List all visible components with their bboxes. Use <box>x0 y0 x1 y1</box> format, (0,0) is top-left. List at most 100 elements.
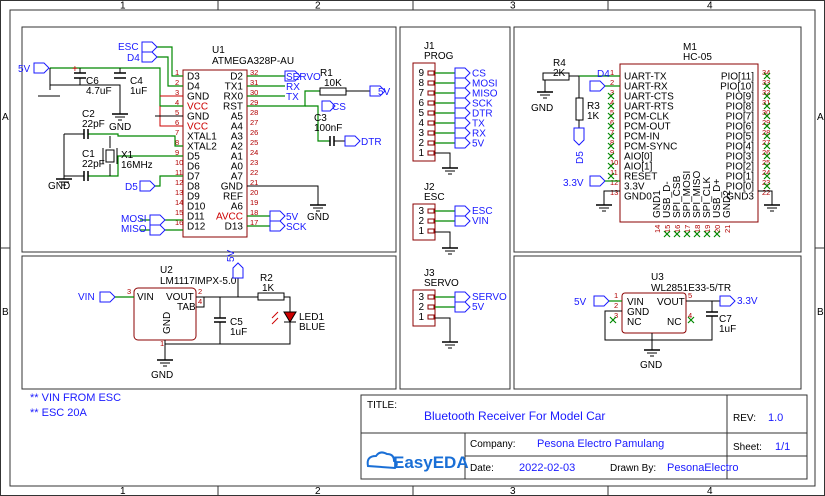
net-port-5v-j3[interactable] <box>454 301 471 313</box>
ground-symbol <box>442 247 458 255</box>
title-text: Bluetooth Receiver For Model Car <box>424 409 605 423</box>
net-port <box>454 137 471 149</box>
no-connect-icon <box>763 102 771 110</box>
net-port-3v3-m1[interactable] <box>589 175 606 187</box>
u1-pin-number: 28 <box>250 108 258 117</box>
u1-pin-number: 15 <box>175 208 183 217</box>
m1-body[interactable] <box>619 63 759 223</box>
j3-pin-socket <box>427 304 435 310</box>
gnd-label: GND <box>531 103 553 114</box>
c6-val: 4.7uF <box>86 86 112 97</box>
u3-body[interactable] <box>621 292 687 334</box>
net-port-miso[interactable] <box>149 224 166 236</box>
r4-ref: R4 <box>553 58 566 69</box>
j2-pin-socket <box>427 208 435 214</box>
m1-pin-label: PIO[5] <box>726 132 755 143</box>
col-label-4-bottom: 4 <box>707 486 713 496</box>
gnd-label: GND <box>109 122 131 133</box>
u1-pin-label: D4 <box>187 82 200 93</box>
net-port-esc[interactable] <box>141 41 158 53</box>
net-port-d5[interactable] <box>139 180 156 192</box>
u1-pin-label: A5 <box>231 112 244 123</box>
net-port-cs[interactable] <box>321 100 336 112</box>
col-label-4: 4 <box>707 1 713 12</box>
r4-val: 2K <box>553 68 566 79</box>
net-port-sck[interactable] <box>269 220 286 232</box>
m1-right-pins: PIO[11]34PIO[10]33PIO[9]32PIO[8]31PIO[7]… <box>720 68 771 203</box>
m1-pin-number: 23 <box>762 178 770 187</box>
u2-ref: U2 <box>160 265 173 276</box>
no-connect-icon <box>607 122 615 130</box>
m1-pin-number: 27 <box>762 138 770 147</box>
net-port-vin-u2[interactable] <box>99 291 116 303</box>
j2-pins: 321 <box>418 206 435 237</box>
m1-pin-number: 29 <box>762 118 770 127</box>
u2-gnd-pin: GND <box>162 312 173 334</box>
m1-pin-number: 15 <box>663 225 672 233</box>
j3-pins: 321 <box>418 292 435 323</box>
m1-pin-number: 22 <box>762 188 770 197</box>
m1-pin-label: GND1 <box>652 190 663 218</box>
m1-pin-label: PIO[0] <box>726 182 755 193</box>
col-label-2-bottom: 2 <box>315 486 321 496</box>
m1-pin-number: 3 <box>610 88 614 97</box>
c5-val: 1uF <box>230 327 247 338</box>
u1-pin-number: 25 <box>250 138 258 147</box>
c1-ref: C1 <box>82 149 95 160</box>
j3-pin-number: 2 <box>418 302 424 313</box>
net-port-esc-j2[interactable] <box>454 205 471 217</box>
u1-pin-number: 32 <box>250 68 258 77</box>
u2-vin-pin: VIN <box>137 292 154 303</box>
net-port-d5-m1[interactable] <box>573 127 585 146</box>
u1-pin-label: D10 <box>187 202 206 213</box>
m1-pin-number: 8 <box>610 138 614 147</box>
u1-body[interactable] <box>182 69 248 238</box>
no-connect-icon <box>763 132 771 140</box>
m1-pin-number: 18 <box>693 225 702 233</box>
ground-symbol: GND <box>109 110 131 133</box>
u1-pin-number: 10 <box>175 158 183 167</box>
j3-name: SERVO <box>424 278 459 289</box>
u1-pin-label: D13 <box>225 222 244 233</box>
net-port-5v-u3[interactable] <box>593 295 610 307</box>
u3-pin-num: 3 <box>614 311 618 320</box>
net-port-5v-avcc[interactable] <box>269 210 286 222</box>
m1-pin-label: PIO[1] <box>726 172 755 183</box>
net-port-5v[interactable] <box>33 62 50 74</box>
net-port-vin-j2[interactable] <box>454 215 471 227</box>
m1-pin-number: 33 <box>762 78 770 87</box>
u3-pin-num: 5 <box>688 291 692 300</box>
m1-pin-label: 3.3V <box>624 182 645 193</box>
no-connect-icon <box>763 142 771 150</box>
net-port-servo-j3[interactable] <box>454 291 471 303</box>
m1-pin-number: 17 <box>683 225 692 233</box>
m1-pin-label: PIO[11] <box>721 72 754 83</box>
sheet-label: Sheet: <box>733 442 762 453</box>
u1-pin-number: 20 <box>250 188 258 197</box>
r1-val: 10K <box>324 78 342 89</box>
j1-ref: J1 <box>424 41 435 52</box>
net-port-d4-m1[interactable] <box>589 80 606 92</box>
net-port-3v3-u3[interactable] <box>719 295 736 307</box>
u2-net-5v: 5V <box>226 249 237 262</box>
u1-net-5v-avcc: 5V <box>286 212 299 223</box>
no-connect-icon <box>607 112 615 120</box>
net-port-servo[interactable] <box>284 70 301 82</box>
j1-pin-socket <box>427 130 435 136</box>
m1-pin-label: PIO[8] <box>726 102 755 113</box>
gnd-label: GND <box>307 212 329 223</box>
net-port-5v-u2[interactable] <box>232 262 244 279</box>
u1-net-dtr: DTR <box>361 137 382 148</box>
net-port-dtr[interactable] <box>344 135 361 147</box>
u2-pin-num: 2 <box>198 287 202 296</box>
m1-pin-label: PCM-SYNC <box>624 142 677 153</box>
u1-pin-number: 13 <box>175 188 183 197</box>
u1-pin-label: GND <box>221 182 243 193</box>
no-connect-icon <box>763 82 771 90</box>
no-connect-icon <box>607 172 615 180</box>
u3-vin-pin: VIN <box>627 297 644 308</box>
net-port-5v-r1[interactable] <box>369 85 386 97</box>
net-port-d4[interactable] <box>141 51 158 63</box>
note-esc: ** ESC 20A <box>30 407 88 419</box>
net-port-mosi[interactable] <box>149 214 166 226</box>
